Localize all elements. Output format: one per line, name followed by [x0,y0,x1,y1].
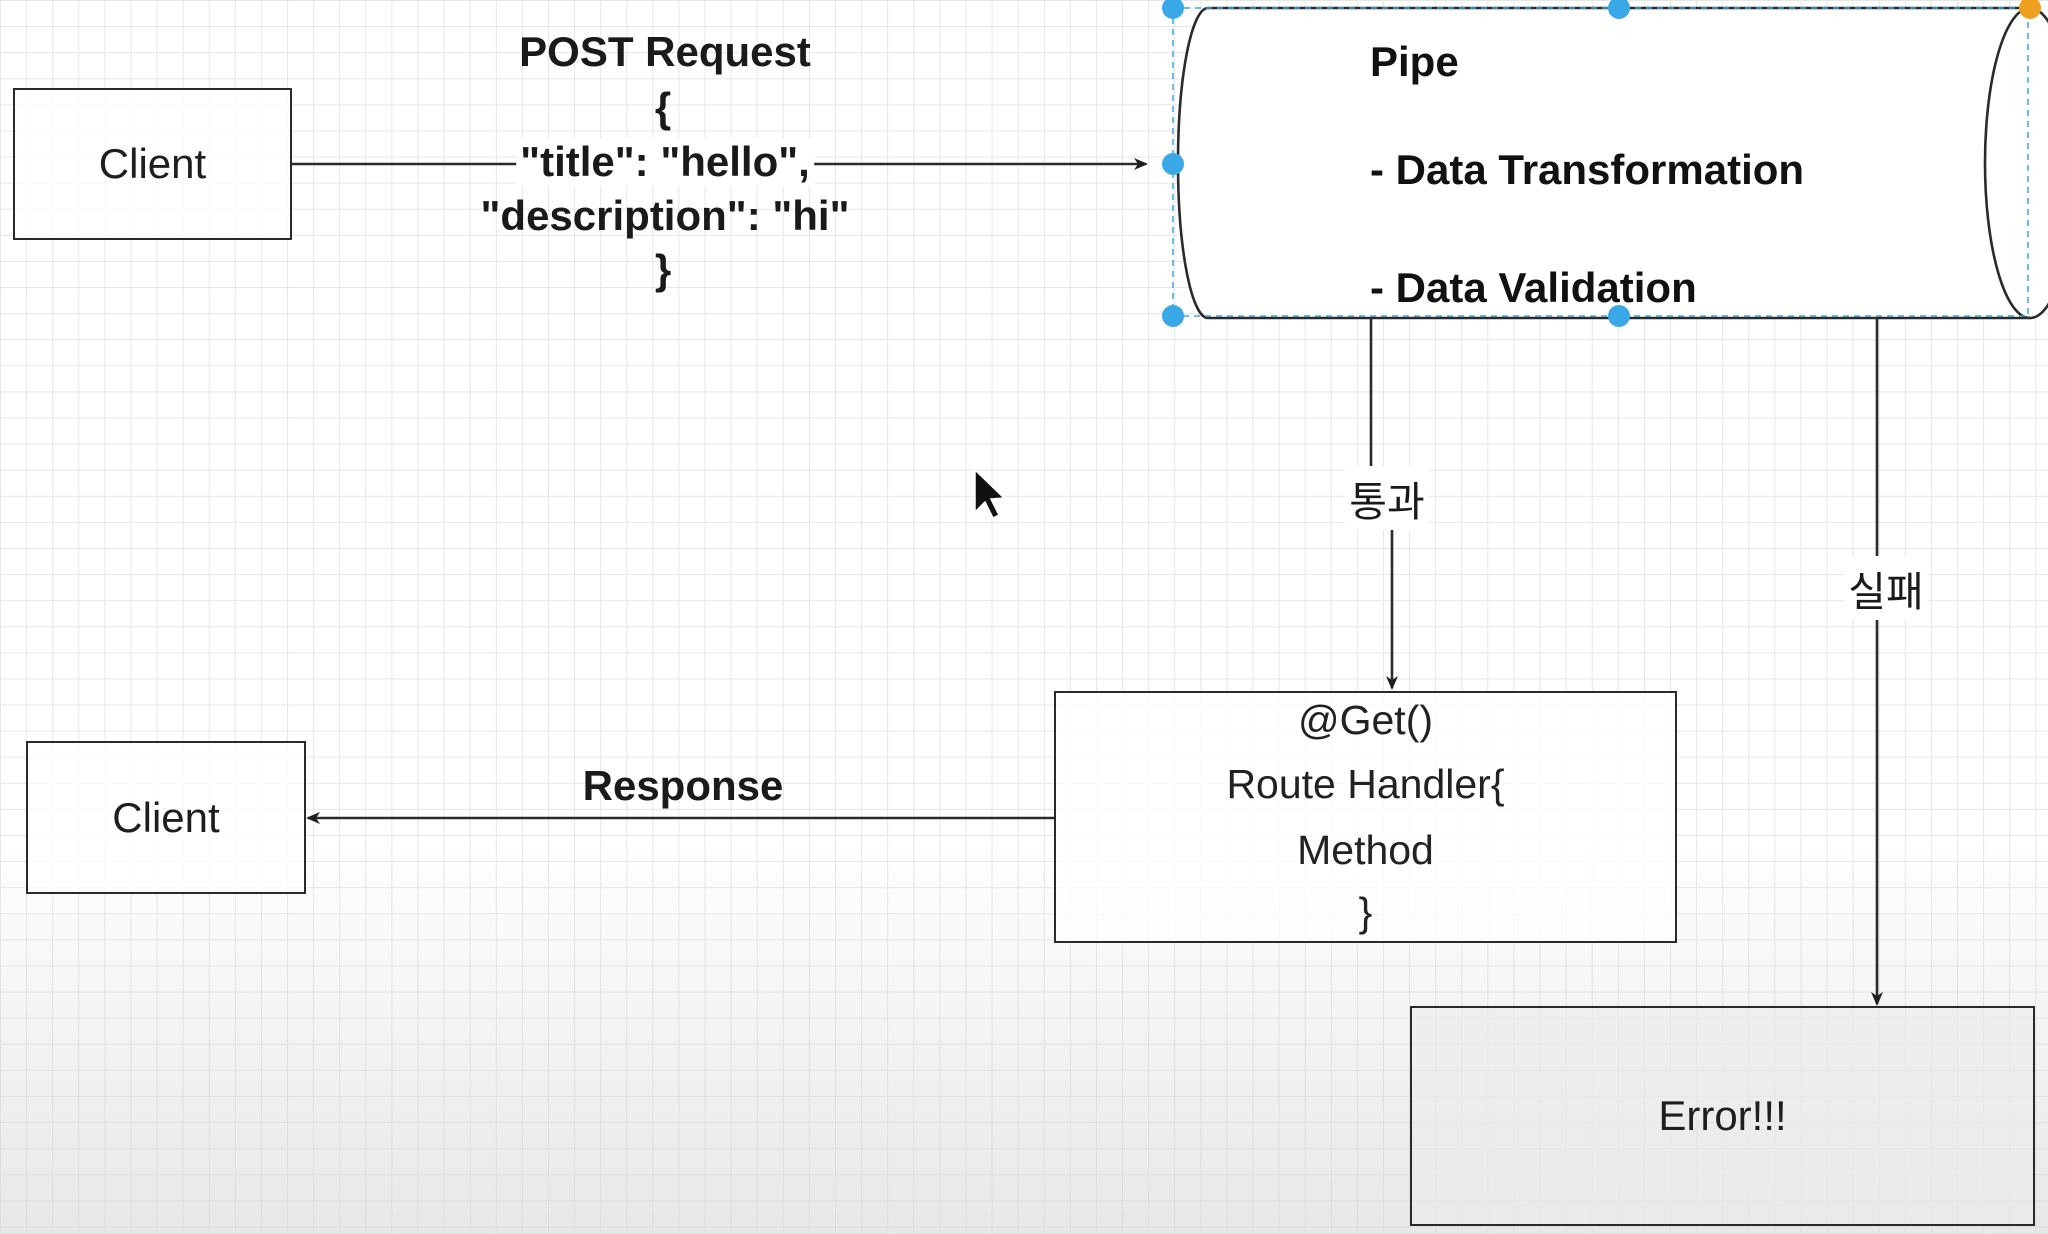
selection-handle-top-middle[interactable] [1608,0,1630,19]
error-box[interactable]: Error!!! [1410,1006,2035,1226]
route-handler-box[interactable]: @Get() Route Handler{ Method } [1054,691,1677,943]
handler-method-line: Method [1297,827,1434,873]
handler-close-brace: } [1358,889,1373,935]
client-box-bottom[interactable]: Client [26,741,306,894]
request-open-brace: { [654,84,672,131]
error-label: Error!!! [1658,1092,1787,1139]
client-top-label: Client [98,140,207,187]
request-body-line-2: "description": "hi" [480,192,850,239]
handler-decorator: @Get() [1297,697,1433,743]
client-box-top[interactable]: Client [13,88,292,240]
pass-label: 통과 [1345,466,1429,530]
client-bottom-label: Client [112,793,220,841]
pipe-shape[interactable] [1176,6,2048,320]
pipe-item-data-transformation: - Data Transformation [1370,146,1805,193]
selection-handle-middle-left[interactable] [1162,153,1184,175]
pipe-title: Pipe [1370,38,1459,85]
pipe-item-data-validation: - Data Validation [1370,264,1697,311]
selection-handle-bottom-middle[interactable] [1608,305,1630,327]
selection-handle-top-left[interactable] [1162,0,1184,19]
request-body-line-1: "title": "hello", [516,138,814,186]
request-close-brace: } [654,246,672,293]
selection-handle-bottom-left[interactable] [1162,305,1184,327]
request-title: POST Request [519,28,811,75]
mouse-cursor-icon [974,468,1006,520]
fail-label: 실패 [1844,556,1928,620]
selection-handle-top-right[interactable] [2019,0,2041,19]
response-label: Response [582,762,784,809]
handler-route-line: Route Handler{ [1226,761,1505,807]
